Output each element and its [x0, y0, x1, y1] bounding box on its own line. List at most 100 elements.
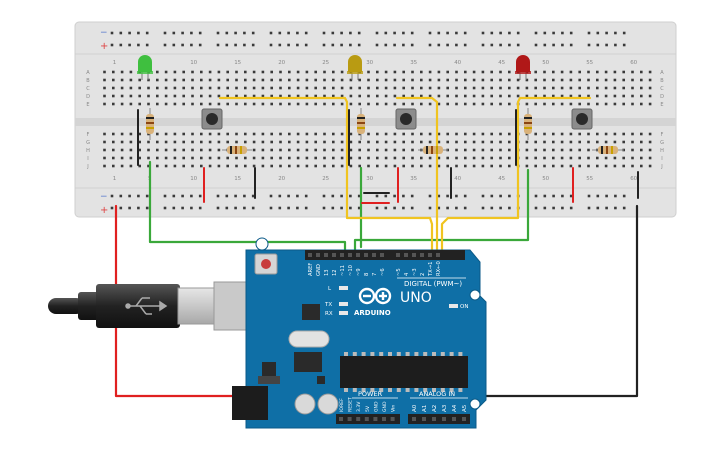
- breadboard-hole[interactable]: [296, 148, 300, 152]
- breadboard-hole[interactable]: [393, 148, 397, 152]
- breadboard-hole[interactable]: [534, 86, 537, 90]
- rail-hole[interactable]: [463, 31, 467, 35]
- breadboard-hole[interactable]: [613, 140, 617, 144]
- breadboard-hole[interactable]: [464, 78, 467, 82]
- breadboard-hole[interactable]: [244, 132, 247, 136]
- breadboard-hole[interactable]: [332, 156, 335, 160]
- breadboard-hole[interactable]: [112, 102, 115, 106]
- rail-hole[interactable]: [446, 194, 449, 198]
- breadboard-hole[interactable]: [270, 86, 273, 90]
- breadboard-hole[interactable]: [235, 156, 238, 160]
- breadboard-hole[interactable]: [217, 70, 221, 74]
- breadboard-hole[interactable]: [103, 156, 106, 160]
- breadboard-hole[interactable]: [182, 156, 185, 160]
- breadboard-hole[interactable]: [543, 102, 546, 106]
- breadboard-hole[interactable]: [349, 86, 353, 90]
- breadboard-hole[interactable]: [235, 102, 238, 106]
- breadboard-hole[interactable]: [587, 70, 590, 74]
- rail-hole[interactable]: [163, 194, 167, 198]
- breadboard-hole[interactable]: [622, 140, 625, 144]
- rail-hole[interactable]: [190, 43, 193, 47]
- breadboard-hole[interactable]: [182, 70, 185, 74]
- breadboard-hole[interactable]: [543, 70, 546, 74]
- breadboard-hole[interactable]: [164, 164, 168, 168]
- breadboard-hole[interactable]: [332, 132, 335, 136]
- breadboard-hole[interactable]: [305, 164, 309, 168]
- rail-hole[interactable]: [287, 194, 290, 198]
- breadboard-hole[interactable]: [384, 140, 388, 144]
- rail-hole[interactable]: [437, 194, 441, 198]
- rail-hole[interactable]: [181, 31, 184, 35]
- analog-pin-hole[interactable]: [462, 417, 466, 421]
- breadboard-hole[interactable]: [631, 148, 634, 152]
- breadboard-hole[interactable]: [631, 156, 634, 160]
- breadboard-hole[interactable]: [156, 94, 159, 98]
- breadboard-hole[interactable]: [182, 140, 185, 144]
- breadboard-hole[interactable]: [182, 102, 185, 106]
- breadboard-hole[interactable]: [578, 70, 581, 74]
- digital-pin-hole[interactable]: [404, 253, 408, 257]
- breadboard-hole[interactable]: [613, 102, 617, 106]
- rail-hole[interactable]: [234, 43, 237, 47]
- rail-hole[interactable]: [296, 194, 299, 198]
- rail-hole[interactable]: [128, 43, 131, 47]
- breadboard-hole[interactable]: [226, 164, 229, 168]
- breadboard-hole[interactable]: [648, 78, 652, 82]
- breadboard-hole[interactable]: [384, 94, 388, 98]
- breadboard-hole[interactable]: [411, 164, 414, 168]
- power-pin-hole[interactable]: [364, 417, 369, 421]
- breadboard-hole[interactable]: [508, 132, 511, 136]
- breadboard-hole[interactable]: [305, 148, 309, 152]
- breadboard-hole[interactable]: [252, 132, 256, 136]
- breadboard-hole[interactable]: [112, 78, 115, 82]
- breadboard-hole[interactable]: [455, 132, 458, 136]
- rail-hole[interactable]: [552, 31, 555, 35]
- resistor-horizontal[interactable]: [418, 146, 448, 154]
- breadboard-hole[interactable]: [296, 164, 300, 168]
- breadboard-hole[interactable]: [640, 140, 643, 144]
- breadboard-hole[interactable]: [164, 94, 168, 98]
- breadboard-hole[interactable]: [252, 148, 256, 152]
- breadboard-hole[interactable]: [200, 86, 203, 90]
- breadboard-hole[interactable]: [578, 102, 581, 106]
- breadboard-hole[interactable]: [296, 78, 300, 82]
- rail-hole[interactable]: [198, 43, 202, 47]
- breadboard-hole[interactable]: [323, 78, 326, 82]
- breadboard-hole[interactable]: [622, 86, 625, 90]
- breadboard-hole[interactable]: [314, 148, 317, 152]
- rail-hole[interactable]: [393, 31, 396, 35]
- breadboard-hole[interactable]: [235, 140, 238, 144]
- breadboard-hole[interactable]: [411, 156, 414, 160]
- breadboard-hole[interactable]: [543, 78, 546, 82]
- breadboard-hole[interactable]: [261, 164, 265, 168]
- rail-hole[interactable]: [243, 43, 246, 47]
- breadboard-hole[interactable]: [384, 86, 388, 90]
- rail-hole[interactable]: [349, 43, 352, 47]
- breadboard-hole[interactable]: [402, 86, 405, 90]
- digital-pin-hole[interactable]: [372, 253, 376, 257]
- breadboard-hole[interactable]: [217, 94, 221, 98]
- breadboard-hole[interactable]: [499, 164, 502, 168]
- breadboard-hole[interactable]: [103, 132, 106, 136]
- breadboard-hole[interactable]: [569, 148, 573, 152]
- breadboard-hole[interactable]: [376, 78, 379, 82]
- breadboard-hole[interactable]: [613, 94, 617, 98]
- breadboard-hole[interactable]: [129, 94, 133, 98]
- breadboard-hole[interactable]: [578, 94, 581, 98]
- breadboard-hole[interactable]: [569, 94, 573, 98]
- breadboard-hole[interactable]: [208, 78, 212, 82]
- breadboard-hole[interactable]: [587, 78, 590, 82]
- rail-hole[interactable]: [499, 206, 502, 210]
- breadboard-hole[interactable]: [120, 86, 124, 90]
- breadboard-hole[interactable]: [226, 132, 229, 136]
- rail-hole[interactable]: [543, 31, 547, 35]
- breadboard-hole[interactable]: [208, 86, 212, 90]
- breadboard-hole[interactable]: [525, 102, 529, 106]
- resistor-vertical[interactable]: [146, 108, 154, 140]
- breadboard-hole[interactable]: [472, 86, 476, 90]
- breadboard-hole[interactable]: [244, 140, 247, 144]
- resistor-vertical[interactable]: [524, 108, 532, 140]
- breadboard-hole[interactable]: [288, 140, 291, 144]
- rail-hole[interactable]: [410, 206, 414, 210]
- rail-hole[interactable]: [198, 31, 202, 35]
